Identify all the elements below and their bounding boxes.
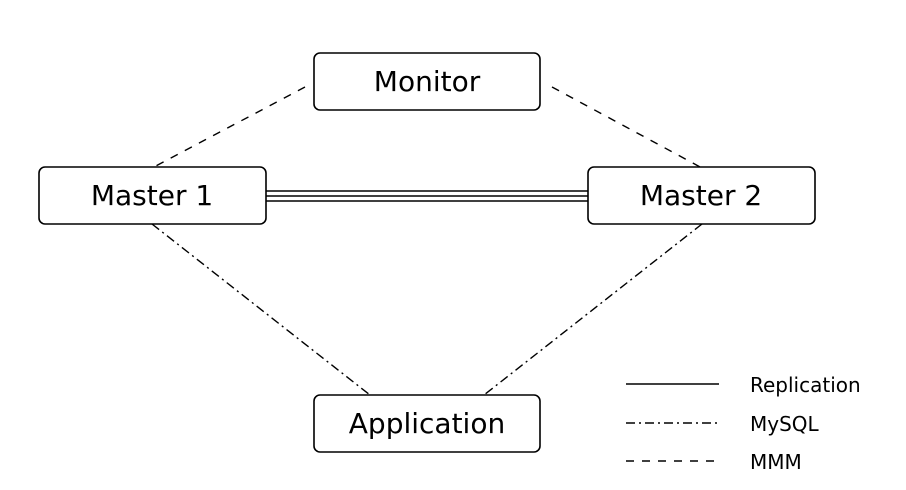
edge-monitor-master2 [551,86,703,169]
node-monitor: Monitor [313,52,541,111]
legend-label-mysql: MySQL [750,412,820,436]
node-master-1-label: Master 1 [91,179,213,212]
legend-label-mmm: MMM [750,450,802,474]
legend: Replication MySQL MMM [626,373,861,474]
node-monitor-label: Monitor [374,65,481,98]
node-application: Application [313,394,541,453]
legend-label-replication: Replication [750,373,861,397]
legend-item-mysql: MySQL [626,412,820,436]
node-master-2-label: Master 2 [640,179,762,212]
edge-master1-master2-replication [266,190,588,202]
legend-item-mmm: MMM [626,450,802,474]
node-application-label: Application [349,407,505,440]
legend-item-replication: Replication [626,373,861,397]
edge-master1-application [151,223,371,396]
edge-master2-application [483,223,703,396]
edge-monitor-master1 [151,86,306,169]
node-master-2: Master 2 [587,166,816,225]
node-master-1: Master 1 [38,166,267,225]
